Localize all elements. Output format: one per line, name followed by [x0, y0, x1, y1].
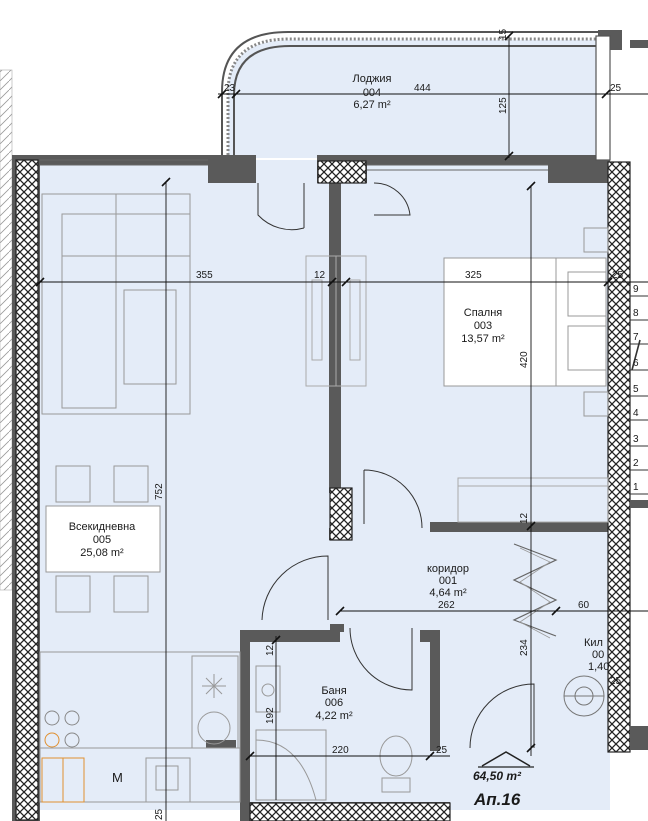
dim-living-depth: 752	[154, 483, 165, 500]
dining-set	[45, 465, 161, 613]
room-corridor-number: 001	[439, 575, 457, 587]
dim-bedroom-depth: 420	[519, 351, 530, 368]
room-loggia-number: 004	[363, 87, 381, 99]
room-living-number: 005	[93, 534, 111, 546]
dim-loggia-left: 23	[224, 83, 236, 94]
dimension-lines	[40, 36, 648, 821]
dim-right-small: 25	[612, 270, 624, 281]
room-storage-area: 1,40	[588, 661, 609, 673]
dim-bath-width: 220	[332, 745, 349, 756]
windows	[40, 159, 548, 171]
room-bedroom-number: 003	[474, 320, 492, 332]
stair-step-4: 4	[633, 408, 639, 419]
stair-step-7: 7	[633, 332, 639, 343]
room-bathroom-name: Баня	[321, 685, 346, 697]
stair-step-6: 6	[633, 358, 639, 369]
dim-bottom-left: 25	[154, 808, 165, 820]
apartment-label: Ап.16	[473, 790, 521, 809]
doors	[257, 182, 535, 749]
room-living-area: 25,08 m²	[80, 547, 124, 559]
dim-loggia-depth: 125	[498, 97, 509, 114]
dimension-labels: 444 23 25 125 15 355 12 325 25 752 25 42…	[154, 28, 624, 820]
dim-corridor-width: 262	[438, 600, 455, 611]
wardrobe	[305, 255, 367, 387]
kitchen	[39, 651, 241, 803]
dim-loggia-top: 15	[498, 28, 509, 40]
dim-wall-mid: 12	[314, 270, 326, 281]
apartment-total-area: 64,50 m²	[473, 769, 522, 783]
apartment-badge: 64,50 m² Ап.16	[473, 751, 534, 809]
room-bedroom-area: 13,57 m²	[461, 333, 505, 345]
dim-corridor-depth: 234	[519, 639, 530, 656]
room-corridor-name: коридор	[427, 563, 469, 575]
stair-step-8: 8	[633, 308, 639, 319]
dim-bath-top: 12	[265, 644, 276, 656]
room-bathroom-number: 006	[325, 697, 343, 709]
room-loggia-name: Лоджия	[353, 73, 392, 85]
structural-walls	[15, 159, 631, 821]
stair-step-2: 2	[633, 458, 639, 469]
bed	[443, 227, 609, 417]
dim-corridor-right: 60	[578, 600, 590, 611]
room-storage-number: 00	[592, 649, 604, 661]
dim-loggia-width: 444	[414, 83, 431, 94]
room-bathroom-label: Баня 006 4,22 m²	[315, 685, 353, 722]
room-loggia-label: Лоджия 004 6,27 m²	[353, 73, 392, 111]
dim-loggia-right: 25	[610, 83, 622, 94]
room-storage-label: Кил 00 1,40	[584, 637, 609, 673]
room-bedroom-name: Спалня	[464, 307, 503, 319]
room-living-label: Всекидневна 005 25,08 m²	[69, 521, 136, 559]
room-living-name: Всекидневна	[69, 521, 136, 533]
dim-bath-right: 25	[436, 745, 448, 756]
closet	[457, 477, 609, 523]
stair-step-1: 1	[633, 482, 639, 493]
stair-step-3: 3	[633, 434, 639, 445]
room-loggia-area: 6,27 m²	[353, 99, 391, 111]
room-storage-name: Кил	[584, 637, 603, 649]
room-bedroom-label: Спалня 003 13,57 m²	[461, 307, 505, 345]
badge-triangle	[481, 751, 531, 767]
appliance-m-label: M	[112, 770, 123, 785]
dim-bedroom-width: 325	[465, 270, 482, 281]
adjacent-walls-right	[630, 40, 648, 750]
stair-step-9: 9	[633, 284, 639, 295]
stair-numbers: 9 8 7 6 5 4 3 2 1	[633, 284, 639, 493]
dim-bath-depth: 192	[265, 707, 276, 724]
sofa	[41, 193, 191, 415]
dim-bedroom-wall: 12	[519, 512, 530, 524]
room-bathroom-area: 4,22 m²	[315, 710, 353, 722]
dim-living-width: 355	[196, 270, 213, 281]
stair-step-5: 5	[633, 384, 639, 395]
dimension-ticks	[35, 31, 613, 761]
room-corridor-area: 4,64 m²	[429, 587, 467, 599]
neighbor-hatch	[0, 69, 13, 591]
dim-storage-small: 25	[610, 676, 622, 687]
room-corridor-label: коридор 001 4,64 m²	[427, 563, 469, 599]
boiler	[563, 675, 605, 717]
